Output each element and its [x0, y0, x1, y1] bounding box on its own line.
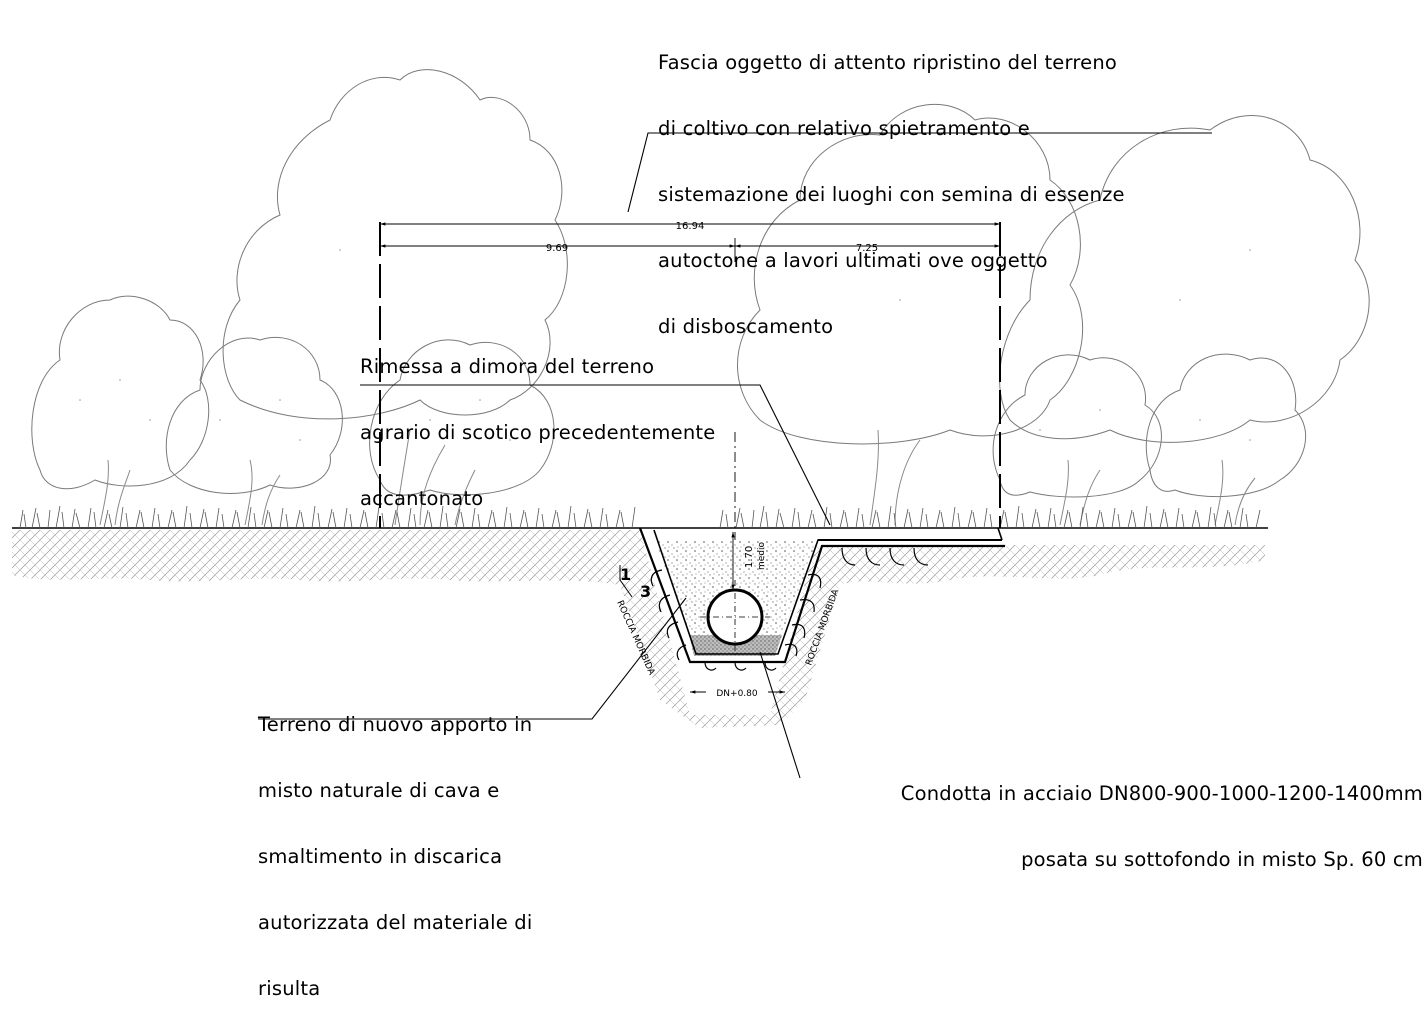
- dim-left: 9.69: [546, 243, 568, 254]
- restoration-note-line: di disboscamento: [658, 315, 834, 338]
- fill-note-line: smaltimento in discarica: [258, 845, 503, 868]
- topsoil-note: Rimessa a dimora del terreno agrario di …: [360, 312, 715, 532]
- restoration-note-line: Fascia oggetto di attento ripristino del…: [658, 51, 1118, 74]
- fill-note-line: autorizzata del materiale di: [258, 911, 533, 934]
- trench-cross-section-drawing: 16.94 9.69 7.25 1.70 medio DN+0.80 1 3 R…: [12, 69, 1370, 779]
- dim-right: 7.25: [856, 243, 878, 254]
- topsoil-note-line: Rimessa a dimora del terreno: [360, 355, 655, 378]
- grass-tufts: [19, 505, 1261, 529]
- rock-teeth-right: [784, 547, 929, 657]
- tree-canopy-small-left: [31, 295, 210, 490]
- leader-lines: [258, 132, 1212, 779]
- fill-note-line: Terreno di nuovo apporto in: [258, 713, 533, 736]
- ground-soil-hatch: [12, 530, 1265, 728]
- tree-canopy-large-left: [222, 69, 568, 420]
- restoration-note-line: autoctone a lavori ultimati ove oggetto: [658, 249, 1048, 272]
- restoration-note-line: sistemazione dei luoghi con semina di es…: [658, 183, 1125, 206]
- dim-depth: 1.70: [744, 546, 755, 568]
- pipe-note-line: Condotta in acciaio DN800-900-1000-1200-…: [900, 782, 1423, 805]
- topsoil-note-line: accantonato: [360, 487, 484, 510]
- restoration-note: Fascia oggetto di attento ripristino del…: [658, 8, 1125, 360]
- dimension-lines: [380, 222, 1000, 694]
- dim-depth-note: medio: [757, 541, 767, 570]
- topsoil-note-line: agrario di scotico precedentemente: [360, 421, 716, 444]
- tree-canopy-right-small: [992, 354, 1162, 498]
- slope-rise: 1: [620, 565, 631, 584]
- restoration-note-line: di coltivo con relativo spietramento e: [658, 117, 1030, 140]
- trench-outer-wall: [638, 527, 1005, 664]
- pipe-note: Condotta in acciaio DN800-900-1000-1200-…: [901, 739, 1423, 893]
- rock-teeth-left: [650, 569, 687, 661]
- fill-note-line: misto naturale di cava e: [258, 779, 500, 802]
- fill-note-line: risulta: [258, 977, 321, 1000]
- slope-run: 3: [640, 582, 651, 601]
- dim-trench-width: DN+0.80: [716, 689, 758, 699]
- dim-total: 16.94: [676, 221, 705, 232]
- pipe-note-line: posata su sottofondo in misto Sp. 60 cm: [1021, 848, 1423, 871]
- fill-note: Terreno di nuovo apporto in misto natura…: [258, 670, 533, 1022]
- pipe-bedding-layer: [689, 635, 782, 656]
- tree-canopy-far-right: [999, 115, 1370, 443]
- tree-canopy-large-right: [737, 103, 1084, 445]
- steel-pipe: [700, 580, 770, 655]
- tree-canopy-right-edge: [1145, 353, 1307, 497]
- tree-canopy-small-left-2: [165, 336, 343, 494]
- background-trees: [31, 69, 1370, 526]
- slope-indicator: 1 3: [619, 565, 651, 601]
